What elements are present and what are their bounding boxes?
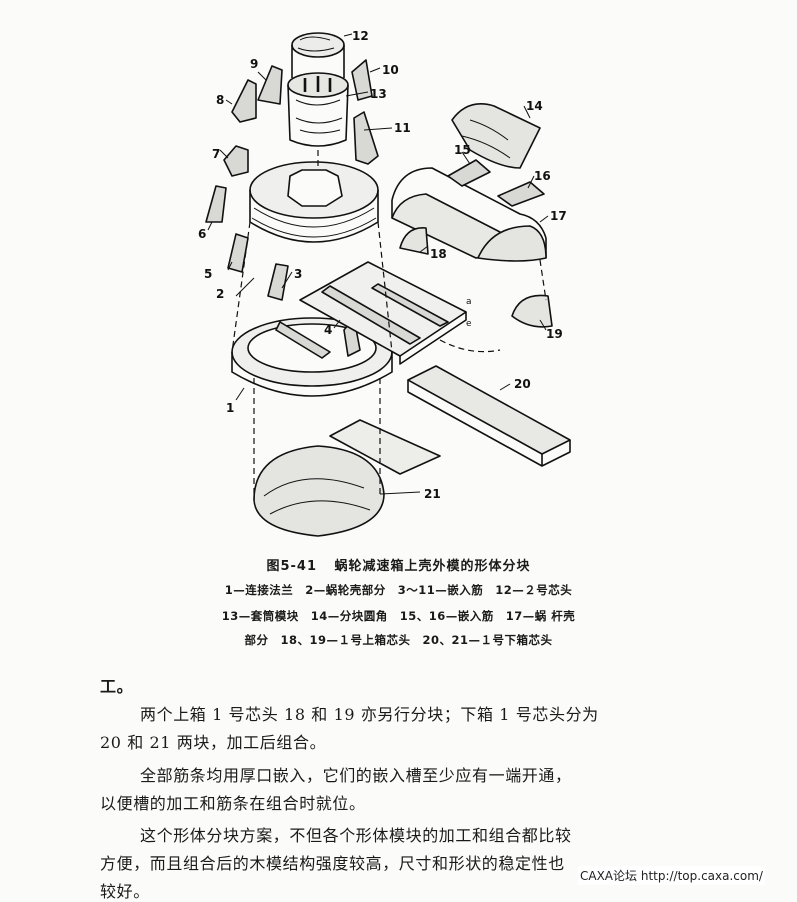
part-labels: 1 2 3 4 5 6 7 8 9 10 11 12 13 14 15 16 1… <box>198 29 567 501</box>
label-a: a <box>466 297 472 307</box>
part-2-worm-wheel-casing <box>249 161 379 243</box>
label-7: 7 <box>212 147 220 161</box>
label-5: 5 <box>204 267 212 281</box>
part-4-plate <box>299 261 467 365</box>
label-2: 2 <box>216 287 224 301</box>
watermark-link[interactable]: CAXA论坛 http://top.caxa.com/ <box>578 866 765 885</box>
label-11: 11 <box>394 121 411 135</box>
part-21-lower-core-print <box>253 419 441 537</box>
figure-legend-line-2: 13—套筒模块 14—分块圆角 15、16—嵌入筋 17—蜗 杆壳 <box>221 609 576 623</box>
label-4: 4 <box>324 323 332 337</box>
part-20-bar <box>407 365 571 467</box>
body-text-line: 20 和 21 两块，加工后组合。 <box>100 733 327 752</box>
label-1: 1 <box>226 401 234 415</box>
figure-legend-line-3: 部分 18、19—１号上箱芯头 20、21—１号下箱芯头 <box>244 633 553 647</box>
part-13-sleeve-block <box>287 72 349 147</box>
parts-18-19-core-prints <box>399 227 553 328</box>
label-16: 16 <box>534 169 551 183</box>
label-21: 21 <box>424 487 441 501</box>
body-text-line: 以便槽的加工和筋条在组合时就位。 <box>100 794 366 813</box>
figure-title: 蜗轮减速箱上壳外模的形体分块 <box>334 559 531 574</box>
label-3: 3 <box>294 267 302 281</box>
body-text-line: 工。 <box>100 677 134 696</box>
ribs-8-11 <box>231 59 379 165</box>
label-18: 18 <box>430 247 447 261</box>
body-text-line: 全部筋条均用厚口嵌入，它们的嵌入槽至少应有一端开通， <box>140 766 572 785</box>
exploded-pattern-drawing: 1 2 3 4 5 6 7 8 9 10 11 12 13 14 15 16 1… <box>198 29 571 537</box>
label-14: 14 <box>526 99 543 113</box>
assembly-lines <box>231 150 547 500</box>
part-1-flange <box>231 317 393 397</box>
label-17: 17 <box>550 209 567 223</box>
leader-lines <box>207 33 549 495</box>
body-text-line: 这个形体分块方案，不但各个形体模块的加工和组合都比较 <box>140 826 572 845</box>
label-10: 10 <box>382 63 399 77</box>
body-text-line: 较好。 <box>100 882 150 901</box>
label-19: 19 <box>546 327 563 341</box>
ribs-15-16 <box>447 159 545 207</box>
figure-legend-line-1: 1—连接法兰 2—蜗轮壳部分 3～11—嵌入筋 12—２号芯头 <box>224 583 573 597</box>
part-14-rounded-block <box>451 103 541 169</box>
figure-caption: 图5-41 蜗轮减速箱上壳外模的形体分块 <box>0 555 797 574</box>
label-12: 12 <box>352 29 369 43</box>
part-17-worm-shell <box>391 167 547 262</box>
body-text-line: 方便，而且组合后的木模结构强度较高，尺寸和形状的稳定性也 <box>100 854 565 873</box>
figure-number: 图5-41 <box>266 559 317 574</box>
label-9: 9 <box>250 57 258 71</box>
label-e: e <box>466 319 472 329</box>
label-6: 6 <box>198 227 206 241</box>
label-13: 13 <box>370 87 387 101</box>
label-15: 15 <box>454 143 471 157</box>
part-12-core-print <box>291 32 345 78</box>
label-8: 8 <box>216 93 224 107</box>
body-text-line: 两个上箱 1 号芯头 18 和 19 亦另行分块；下箱 1 号芯头分为 <box>140 705 599 724</box>
label-20: 20 <box>514 377 531 391</box>
ribs-3-7 <box>205 145 289 301</box>
